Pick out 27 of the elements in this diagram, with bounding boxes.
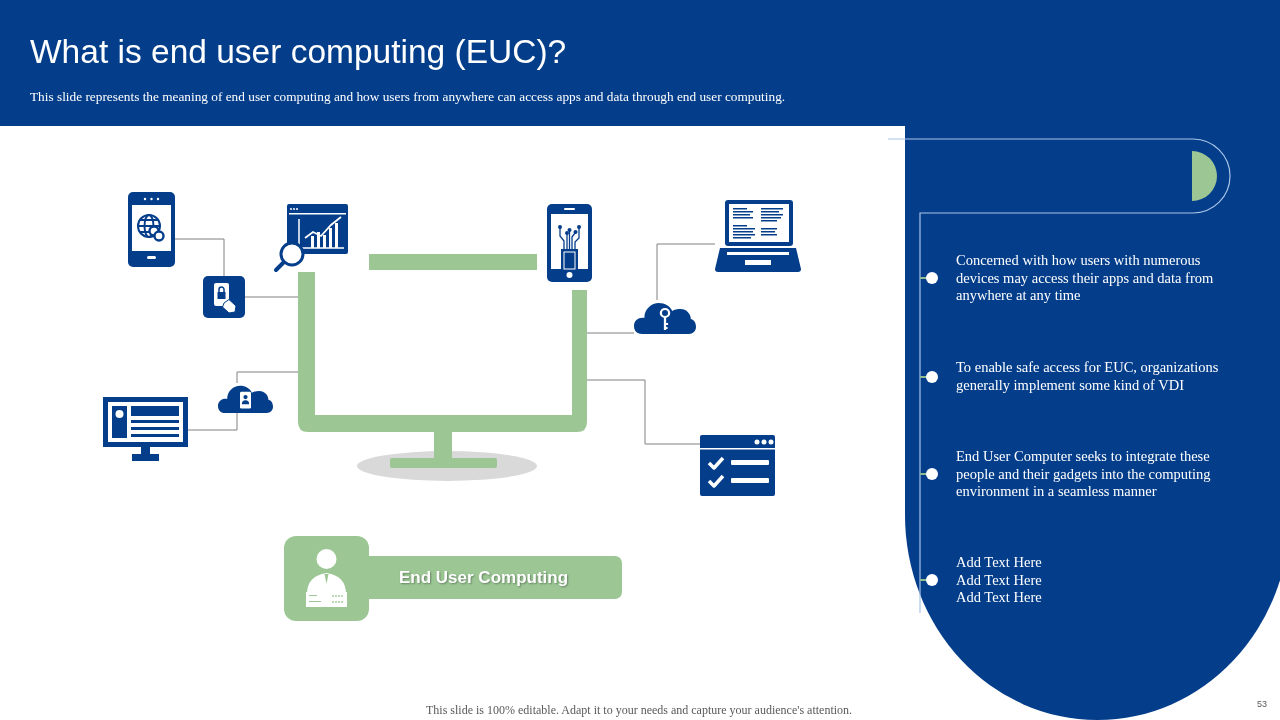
monitor-frame bbox=[298, 254, 587, 482]
node-label: End User Computing bbox=[399, 567, 569, 588]
cloud-key-icon bbox=[634, 300, 696, 334]
bullet-text: Add Text Here bbox=[956, 571, 1043, 589]
cloud-user-icon bbox=[218, 383, 273, 413]
connector-line bbox=[174, 238, 225, 277]
slide-title: What is end user computing (EUC)? bbox=[30, 32, 567, 72]
label-bar bbox=[369, 556, 622, 599]
bullet-text: End User Computer seeks to integrate these people and their gadgets into the computing environment in a seamless manner bbox=[956, 448, 1212, 501]
bullet-text: Concerned with how users with numerous devices may access their apps and data from anywhere at any time bbox=[956, 252, 1215, 305]
connector-line bbox=[236, 371, 299, 384]
bullet-text: Add Text Here bbox=[956, 589, 1043, 607]
bullet-text: Add Text Here bbox=[956, 554, 1043, 572]
laptop-icon bbox=[715, 199, 801, 273]
checklist-window-icon bbox=[700, 435, 775, 496]
connector-line bbox=[586, 332, 635, 334]
tablet-lock-icon bbox=[203, 276, 245, 318]
connector-line bbox=[656, 243, 716, 301]
connector-line bbox=[187, 412, 238, 431]
desktop-monitor-icon bbox=[103, 397, 188, 463]
page-number: 53 bbox=[1257, 698, 1267, 710]
bullet-text: To enable safe access for EUC, organizations generally implement some kind of VDI bbox=[956, 359, 1220, 394]
connector-line bbox=[244, 296, 299, 298]
connector-line bbox=[586, 379, 701, 445]
smartphone-globe-icon bbox=[128, 192, 175, 267]
slide-subtitle: This slide represents the meaning of end user computing and how users from anywhere can access apps and data through end user computing. bbox=[30, 89, 786, 105]
footer-note: This slide is 100% editable. Adapt it to your needs and capture your audience's attention. bbox=[426, 703, 853, 718]
